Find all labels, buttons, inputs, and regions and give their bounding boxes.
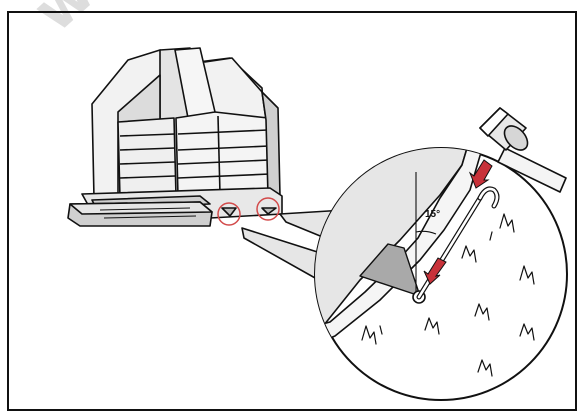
angle-label: 15°: [425, 209, 440, 220]
mallet-icon: [479, 107, 567, 193]
diagram-frame: [7, 11, 577, 411]
anchor-highlight-right: [256, 197, 280, 221]
zoom-detail-circle: 15°: [314, 147, 568, 401]
down-arrow-icon: [423, 257, 447, 285]
anchor-highlight-left: [217, 202, 241, 226]
bouncy-castle-illustration: [67, 47, 283, 227]
down-arrow-icon: [468, 159, 493, 189]
angle-arc: [415, 230, 437, 235]
grass-tuft-icon: [361, 213, 535, 377]
